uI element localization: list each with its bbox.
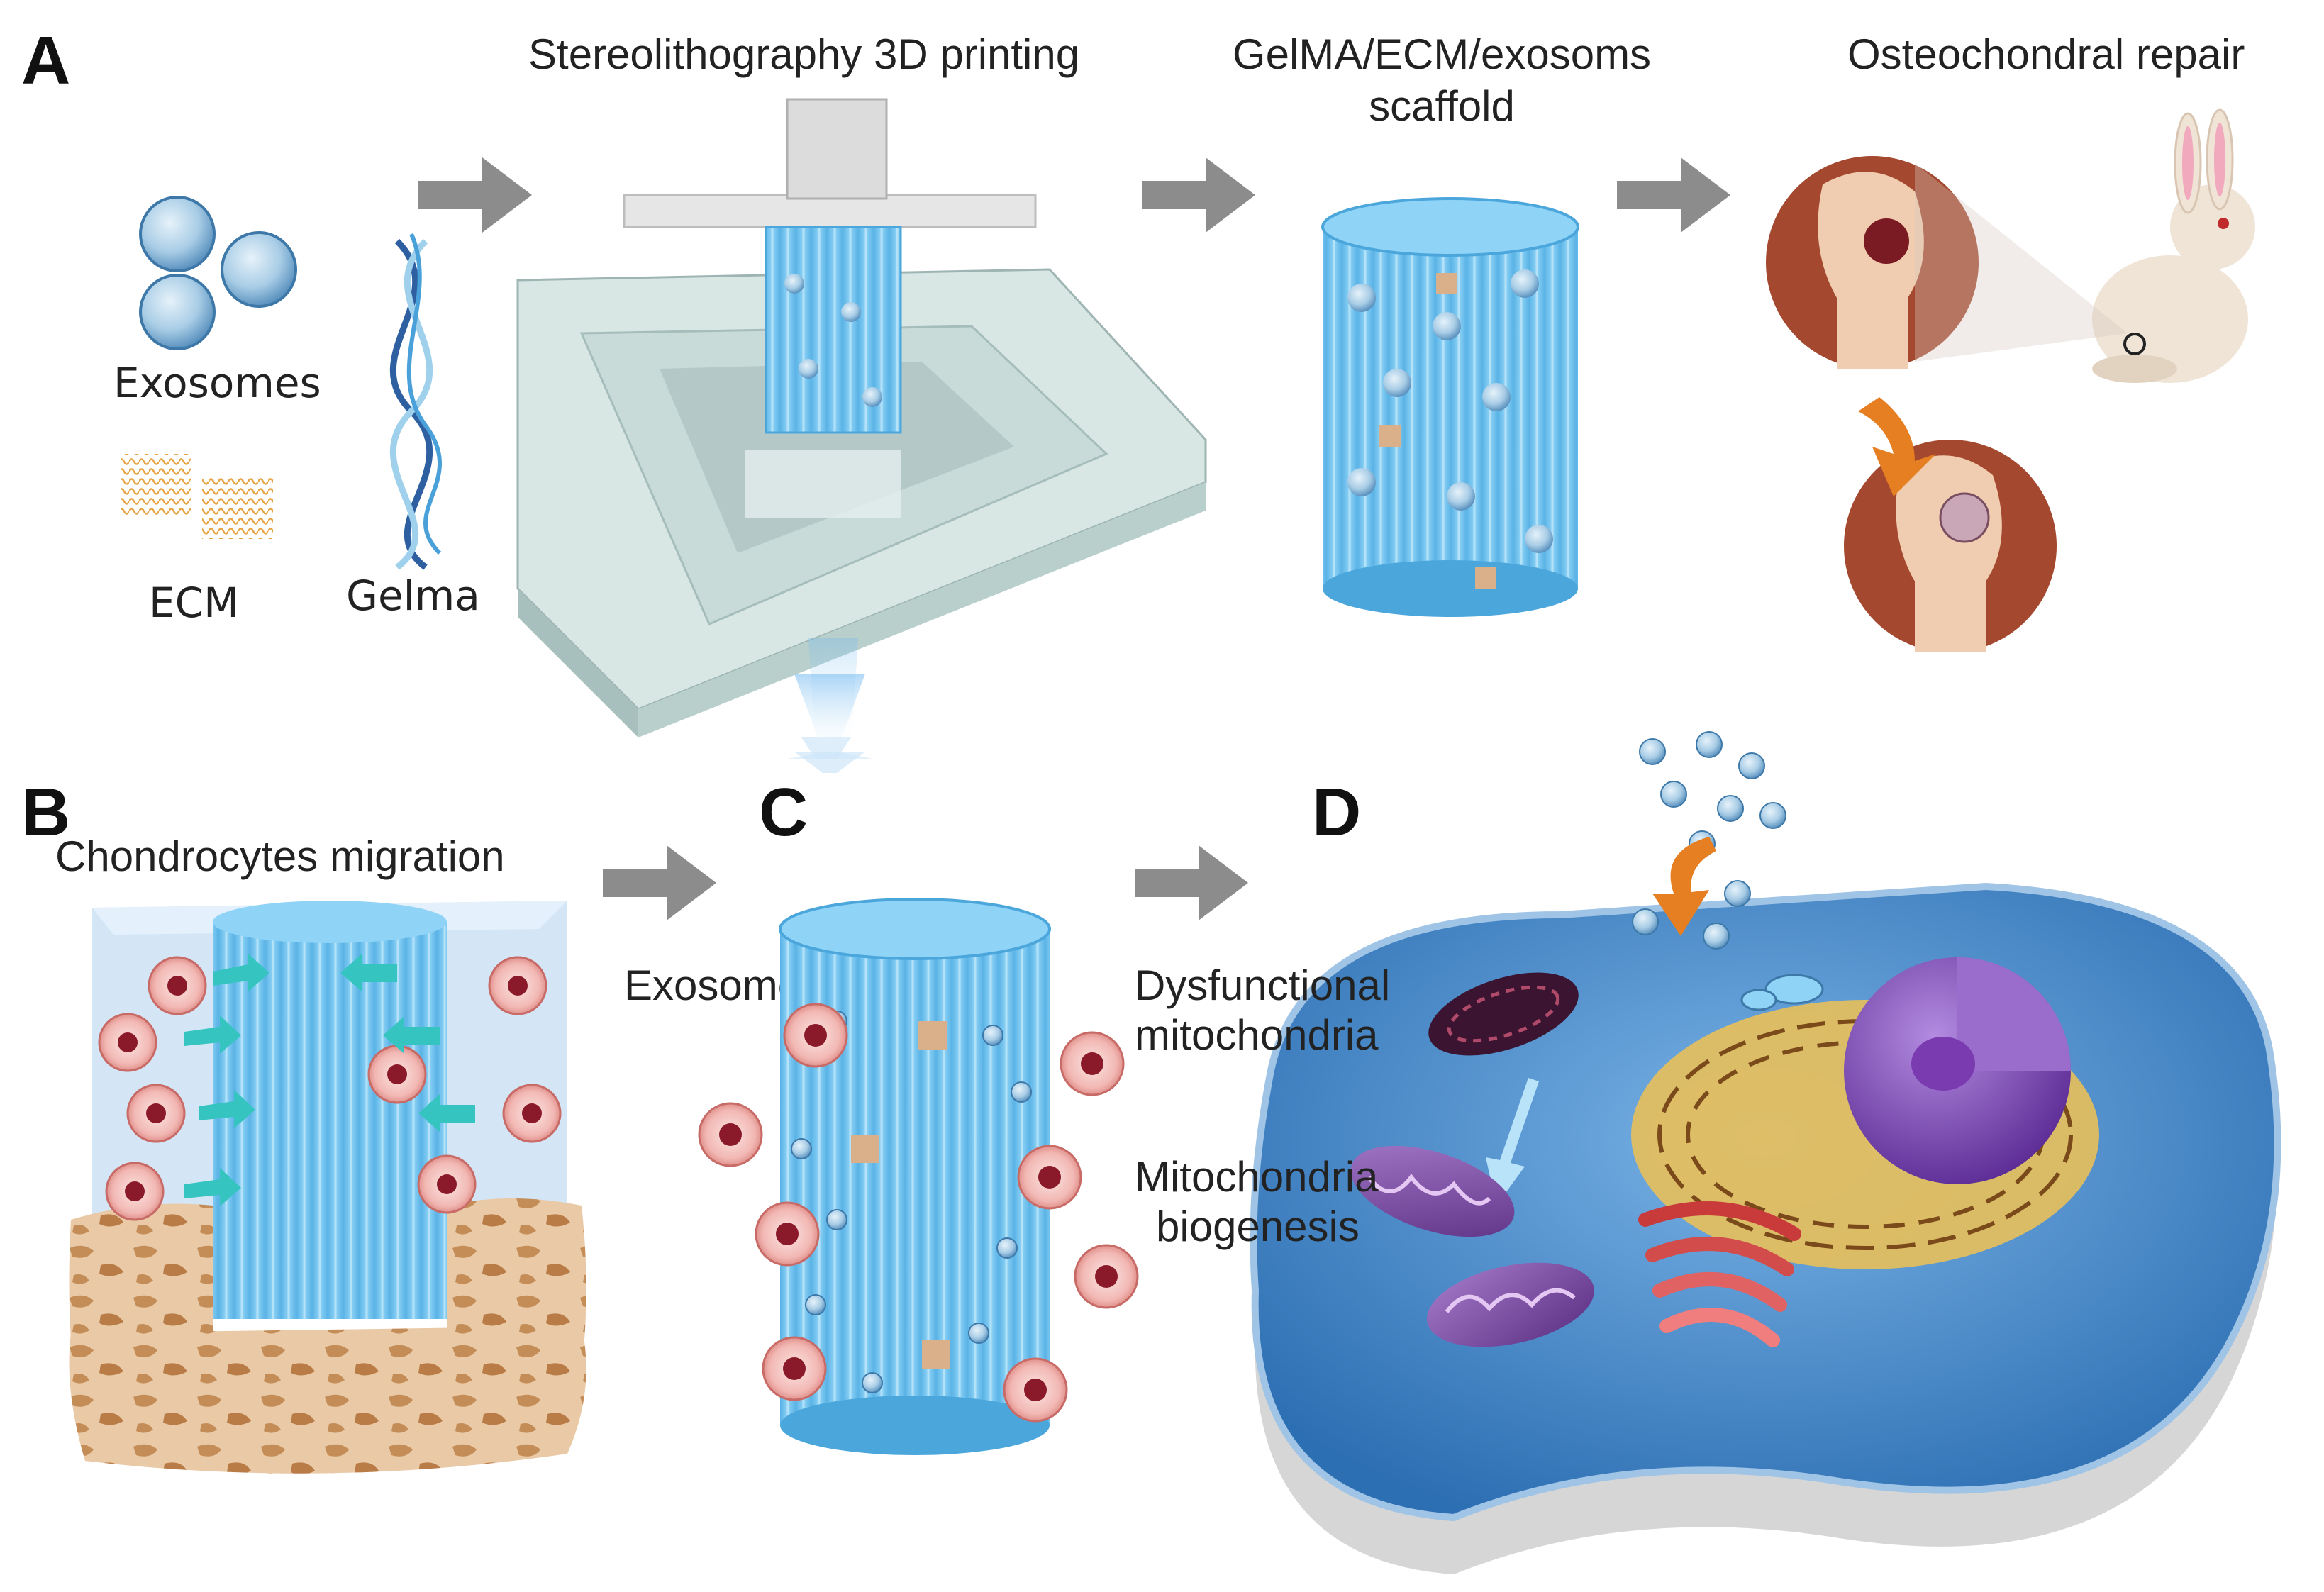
panel-a: A Exosomes ECM Gelma Stereolithography 3… bbox=[21, 23, 2255, 773]
exosome-cluster bbox=[139, 196, 297, 350]
healthy-mitochondrion bbox=[1427, 1262, 1594, 1347]
sla-printer bbox=[516, 98, 1207, 773]
ecm-label: ECM bbox=[149, 579, 239, 627]
step-osteochondral-label: Osteochondral repair bbox=[1847, 30, 2245, 78]
panel-a-letter: A bbox=[21, 23, 70, 99]
mitochondria-biogenesis-label-line2: biogenesis bbox=[1156, 1203, 1360, 1250]
gelma-helix bbox=[389, 233, 442, 570]
step-scaffold-label-line1: GelMA/ECM/exosoms bbox=[1233, 30, 1651, 78]
ecm-fibers bbox=[121, 454, 273, 539]
nucleus bbox=[1844, 957, 2071, 1184]
healthy-mitochondrion bbox=[1350, 1145, 1515, 1237]
step-stereolithography-label: Stereolithography 3D printing bbox=[528, 30, 1079, 78]
mitochondria-biogenesis-label-line1: Mitochondria bbox=[1135, 1153, 1379, 1201]
arrow-right-icon bbox=[1142, 157, 1255, 233]
uptake-arrow-icon bbox=[1652, 837, 1716, 936]
printer-head bbox=[786, 98, 888, 200]
exosome-particle bbox=[221, 231, 297, 308]
incoming-exosomes bbox=[1632, 731, 1786, 950]
step-scaffold-label-line2: scaffold bbox=[1369, 82, 1515, 130]
panel-b-letter: B bbox=[21, 774, 70, 850]
arrow-down-icon bbox=[1858, 397, 1936, 496]
migration-arrows bbox=[184, 954, 475, 1206]
uv-beam bbox=[794, 674, 865, 759]
arrow-right-icon bbox=[1617, 157, 1730, 233]
chondrocyte-group bbox=[698, 1003, 1139, 1423]
panel-c: C Exosomes releasing bbox=[624, 774, 1139, 1455]
arrow-right-icon bbox=[418, 157, 532, 233]
chondrocyte-group bbox=[98, 956, 562, 1221]
zoom-wedge bbox=[1915, 163, 2128, 362]
panel-d: D bbox=[1135, 731, 2281, 1574]
golgi-apparatus bbox=[1638, 1201, 1801, 1347]
exosomes-label: Exosomes bbox=[113, 359, 321, 407]
scaffold-cylinder bbox=[1321, 197, 1579, 617]
dysfunctional-mitochondrion bbox=[1428, 972, 1579, 1056]
dysfunctional-mitochondria-label-line2: mitochondria bbox=[1135, 1011, 1379, 1059]
exosome-particle bbox=[139, 274, 216, 350]
implanted-scaffold bbox=[213, 922, 447, 1319]
rabbit bbox=[2092, 108, 2255, 383]
panel-b: B Chondrocytes migration bbox=[21, 774, 586, 1474]
joint-defect-disc bbox=[1766, 156, 1979, 369]
arrow-right-icon bbox=[1135, 845, 1248, 920]
panel-c-letter: C bbox=[759, 774, 808, 850]
arrow-right-icon bbox=[603, 845, 716, 920]
dysfunctional-mitochondria-label-line1: Dysfunctional bbox=[1135, 962, 1390, 1009]
downward-arrow-icon bbox=[1486, 1078, 1539, 1206]
panel-d-letter: D bbox=[1312, 774, 1361, 850]
gelma-label: Gelma bbox=[346, 572, 480, 620]
exosome-particle bbox=[139, 196, 216, 272]
joint-repaired-disc bbox=[1844, 440, 2057, 652]
chondrocytes-migration-caption: Chondrocytes migration bbox=[55, 833, 505, 880]
